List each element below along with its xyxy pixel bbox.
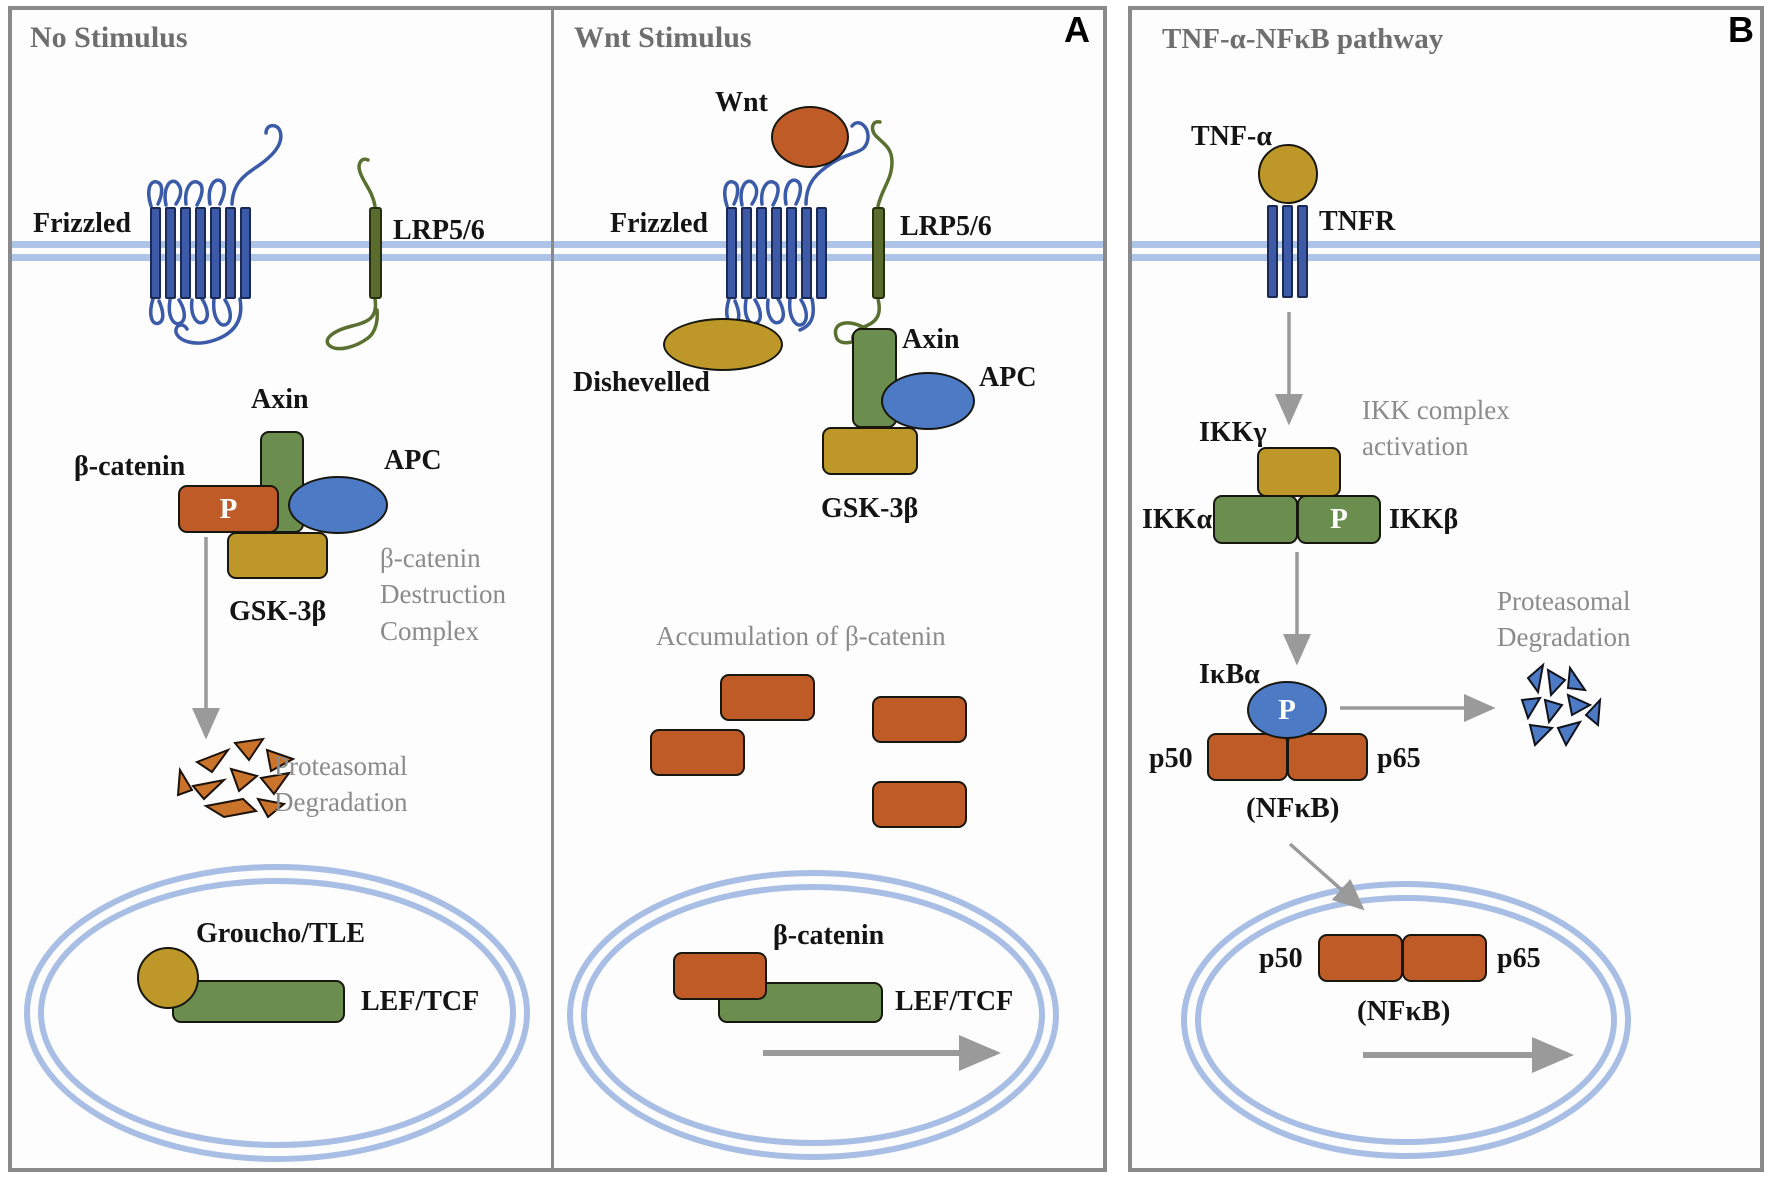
p65-nuclear-label: p65 <box>1497 943 1541 974</box>
beta-catenin-label-middle: β-catenin <box>773 920 885 951</box>
frizzled-label-middle: Frizzled <box>610 208 708 239</box>
lrp56-label-left: LRP5/6 <box>393 215 485 246</box>
lef-tcf-protein-left <box>172 980 345 1023</box>
tnf-alpha-ligand <box>1258 144 1318 204</box>
beta-catenin-unit <box>872 781 967 828</box>
tnf-alpha-label: TNF-α <box>1191 121 1272 152</box>
tnfr-helix <box>1267 205 1278 298</box>
beta-catenin-unit <box>872 696 967 743</box>
orange-fragments-icon <box>176 737 296 819</box>
apc-protein-middle <box>881 372 975 430</box>
beta-catenin-nuclear <box>673 952 767 1000</box>
ikk-alpha-protein <box>1213 495 1298 544</box>
tnfr-helix <box>1297 205 1308 298</box>
nucleus-b <box>1181 881 1631 1159</box>
tnfr-label: TNFR <box>1319 206 1396 237</box>
groucho-tle-label: Groucho/TLE <box>196 918 366 949</box>
beta-catenin-unit <box>720 674 815 721</box>
frizzled-helix <box>180 207 191 299</box>
frizzled-helix <box>150 207 161 299</box>
frizzled-helix <box>771 207 782 299</box>
membrane-line <box>12 254 1103 261</box>
p50-label: p50 <box>1149 743 1193 774</box>
apc-protein-left <box>288 476 388 534</box>
dishevelled-protein <box>663 318 783 371</box>
frizzled-helix <box>210 207 221 299</box>
panel-b-title: TNF-α-NFκB pathway <box>1162 23 1444 55</box>
axin-label-left: Axin <box>251 384 309 415</box>
frizzled-helix <box>726 207 737 299</box>
lrp-tails-left-icon <box>325 157 379 351</box>
lef-tcf-label-left: LEF/TCF <box>361 986 480 1017</box>
accumulation-note: Accumulation of β-catenin <box>656 621 946 651</box>
ikb-alpha-phospho: P <box>1247 681 1327 739</box>
frizzled-helix <box>240 207 251 299</box>
groucho-tle-protein <box>137 947 199 1009</box>
apc-label-left: APC <box>384 445 442 476</box>
beta-catenin-phospho-left: P <box>178 485 279 533</box>
frizzled-helix <box>165 207 176 299</box>
p65-nuclear-protein <box>1402 934 1487 982</box>
membrane-line <box>1132 241 1760 248</box>
p50-protein <box>1207 733 1288 781</box>
gsk3b-protein-left <box>227 532 328 579</box>
wnt-ligand <box>771 106 849 168</box>
panel-a-divider <box>551 6 554 1172</box>
ikk-beta-label: IKKβ <box>1389 504 1459 535</box>
ikk-activation-note: IKK complex activation <box>1362 395 1510 462</box>
p65-label: p65 <box>1377 743 1421 774</box>
nfkb-label: (NFκB) <box>1246 792 1340 824</box>
axin-label-middle: Axin <box>902 324 960 355</box>
frizzled-helix <box>741 207 752 299</box>
frizzled-label-left: Frizzled <box>33 208 131 239</box>
apc-label-middle: APC <box>979 362 1037 393</box>
ikk-gamma-protein <box>1257 447 1341 497</box>
wnt-label: Wnt <box>715 87 768 118</box>
nfkb-nuclear-label: (NFκB) <box>1357 995 1451 1027</box>
beta-catenin-label-left: β-catenin <box>74 451 186 482</box>
lrp56-receptor-left <box>369 207 382 299</box>
frizzled-helix <box>225 207 236 299</box>
tnfr-helix <box>1282 205 1293 298</box>
membrane-line <box>1132 254 1760 261</box>
proteasomal-degradation-note-b: Proteasomal Degradation <box>1497 586 1631 653</box>
wnt-stimulus-title: Wnt Stimulus <box>574 21 752 54</box>
ikk-gamma-label: IKKγ <box>1199 417 1267 448</box>
p65-protein <box>1287 733 1368 781</box>
proteasomal-degradation-note-left: Proteasomal Degradation <box>274 751 408 818</box>
frizzled-helix <box>756 207 767 299</box>
gsk3b-label-left: GSK-3β <box>229 596 327 627</box>
frizzled-helix <box>816 207 827 299</box>
lef-tcf-label-middle: LEF/TCF <box>895 986 1014 1017</box>
blue-fragments-icon <box>1520 662 1602 748</box>
frizzled-helix <box>786 207 797 299</box>
lrp56-label-middle: LRP5/6 <box>900 211 992 242</box>
panel-b-letter: B <box>1728 9 1754 50</box>
lrp56-receptor-middle <box>872 207 885 299</box>
gsk3b-protein-middle <box>822 427 918 475</box>
nucleus-middle <box>567 870 1059 1160</box>
ikb-alpha-label: IκBα <box>1199 659 1260 690</box>
no-stimulus-title: No Stimulus <box>30 21 188 54</box>
membrane-line <box>12 241 1103 248</box>
destruction-complex-note: β-catenin Destruction Complex <box>380 543 506 646</box>
nucleus-left <box>24 864 530 1162</box>
gsk3b-label-middle: GSK-3β <box>821 493 919 524</box>
panel-a-letter: A <box>1064 9 1090 50</box>
ikk-beta-phospho: P <box>1297 495 1381 544</box>
frizzled-helix <box>801 207 812 299</box>
frizzled-helix <box>195 207 206 299</box>
beta-catenin-unit <box>650 729 745 776</box>
p50-nuclear-protein <box>1318 934 1403 982</box>
dishevelled-label: Dishevelled <box>573 367 710 398</box>
arrow-nfkb-to-nucleus <box>1288 842 1365 911</box>
flow-arrows <box>192 312 1574 1073</box>
ikk-alpha-label: IKKα <box>1142 504 1213 535</box>
p50-nuclear-label: p50 <box>1259 943 1303 974</box>
frizzled-loops-left-icon <box>147 123 283 345</box>
